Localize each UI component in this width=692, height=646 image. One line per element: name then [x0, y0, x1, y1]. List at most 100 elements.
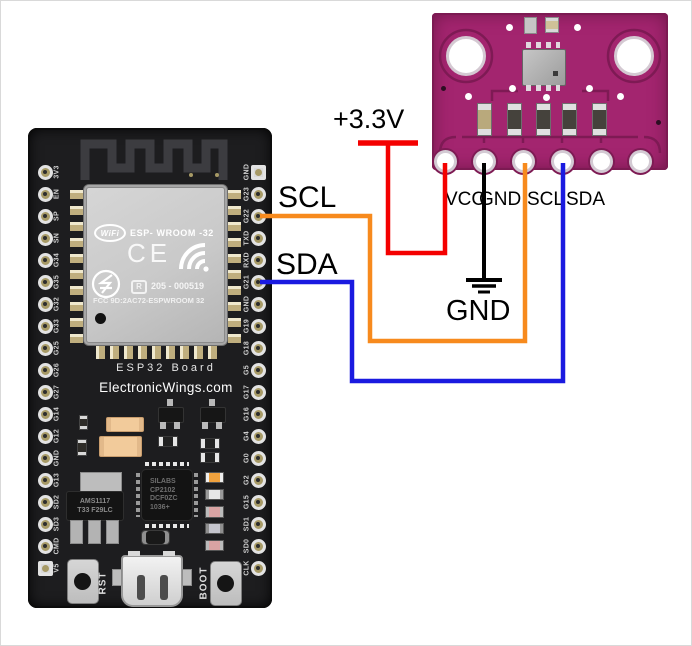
smd-component [545, 17, 559, 33]
resistor [200, 438, 220, 449]
sensor-pin-scl [512, 150, 535, 173]
esp32-pin-left-g34 [37, 252, 53, 268]
esp32-pin-label-g17: G17 [243, 384, 251, 400]
smd-resistor [205, 523, 224, 534]
esp32-pin-left-g27 [37, 384, 53, 400]
esp32-pin-left-g12 [37, 428, 53, 444]
ams1117-regulator: AMS1117 T33 F29LC [67, 492, 123, 520]
esp32-pin-label-txd: TXD [243, 230, 251, 246]
wifi-logo-text: WiFi [100, 228, 120, 238]
esp32-board: WiFi ESP- WROOM -32 CE R 205 - 000519 FC… [28, 128, 272, 608]
esp32-pin-label-en: EN [53, 188, 61, 200]
sensor-pin-sda [551, 150, 574, 173]
esp32-pin-right-txd [250, 230, 266, 246]
sensor-pin-vcc [434, 150, 457, 173]
crystal [141, 530, 170, 545]
pcb-traces [438, 28, 662, 154]
sensor-pin-label-scl: SCL [527, 189, 564, 210]
sensor-pin-6 [629, 150, 652, 173]
reset-button [67, 559, 99, 604]
power-led [205, 472, 224, 483]
smd-component [592, 103, 607, 136]
regulator-text: T33 F29LC [77, 507, 113, 514]
esp32-pin-label-g33: G33 [53, 318, 61, 334]
esp32-pin-right-gnd [250, 164, 266, 180]
resistor [158, 436, 178, 447]
capacitor [99, 436, 142, 457]
wire-gnd [466, 163, 502, 294]
r-mark: R [131, 280, 147, 294]
esp32-pin-left-sn [37, 230, 53, 246]
giteki-mark-icon [91, 269, 121, 299]
esp32-pin-label-g32: G32 [53, 296, 61, 312]
reset-button-label: RST [97, 571, 109, 595]
pin1-dot [95, 313, 106, 324]
module-castellation-left [70, 190, 83, 348]
module-name: ESP- WROOM -32 [130, 228, 214, 238]
esp32-pin-left-v5 [37, 560, 53, 576]
sda-wire-label: SDA [276, 248, 338, 281]
esp32-pin-right-g21 [250, 274, 266, 290]
boot-button [210, 561, 242, 606]
sensor-module-board [432, 13, 668, 173]
esp32-pin-right-clk [250, 560, 266, 576]
esp32-pin-label-sd1: SD1 [243, 516, 251, 532]
esp32-pin-label-clk: CLK [243, 560, 251, 576]
board-name: ESP32 Board [116, 362, 216, 374]
esp32-pin-left-g32 [37, 296, 53, 312]
esp32-pin-label-rxd: RXD [243, 252, 251, 268]
esp32-pin-left-g25 [37, 340, 53, 356]
esp32-pin-label-g16: G16 [243, 406, 251, 422]
esp32-pin-right-g19 [250, 318, 266, 334]
mounting-hole [446, 36, 486, 76]
esp32-pin-right-rxd [250, 252, 266, 268]
esp32-pin-left-g13 [37, 472, 53, 488]
esp32-pin-label-g19: G19 [243, 318, 251, 334]
esp32-pin-left-g26 [37, 362, 53, 378]
esp32-pin-left-g35 [37, 274, 53, 290]
esp32-pin-label-g27: G27 [53, 384, 61, 400]
esp32-pin-label-v5: V5 [53, 563, 61, 573]
regulator-tab [80, 472, 122, 494]
esp32-pin-label-sd3: SD3 [53, 516, 61, 532]
resistor [77, 439, 87, 456]
esp32-pin-label-g21: G21 [243, 274, 251, 290]
mounting-hole [614, 36, 654, 76]
esp32-pin-left-en [37, 186, 53, 202]
esp32-pin-left-cmd [37, 538, 53, 554]
esp32-pin-label-g23: G23 [243, 186, 251, 202]
wifi-logo-icon: WiFi [94, 224, 126, 242]
espressif-swirl-icon [179, 243, 209, 272]
esp-wroom-32-module: WiFi ESP- WROOM -32 CE R 205 - 000519 FC… [84, 185, 227, 345]
esp32-pin-label-g18: G18 [243, 340, 251, 356]
esp32-pin-left-3v3 [37, 164, 53, 180]
esp32-pin-label-gnd: GND [243, 295, 251, 313]
esp32-pin-label-g35: G35 [53, 274, 61, 290]
esp32-pin-label-g14: G14 [53, 406, 61, 422]
esp32-pin-label-g22: G22 [243, 208, 251, 224]
pressure-sensor-chip [522, 49, 566, 86]
esp32-pin-label-g5: G5 [243, 365, 251, 375]
esp32-pin-right-g17 [250, 384, 266, 400]
esp32-pin-left-g14 [37, 406, 53, 422]
smd-component [524, 17, 537, 34]
esp32-pin-label-cmd: CMD [53, 537, 61, 555]
chip-text: SILABS [150, 478, 176, 485]
esp32-pin-right-g15 [250, 494, 266, 510]
resistor [79, 415, 88, 430]
scl-wire-label: SCL [278, 181, 337, 214]
smd-component [562, 103, 577, 136]
esp32-pin-label-sn: SN [53, 232, 61, 244]
esp32-pin-label-g4: G4 [243, 431, 251, 441]
esp32-pin-right-gnd [250, 296, 266, 312]
micro-usb-port [112, 551, 192, 607]
esp32-pin-right-sd0 [250, 538, 266, 554]
esp32-pin-right-g22 [250, 208, 266, 224]
esp32-pin-label-gnd: GND [243, 163, 251, 181]
esp32-pin-label-3v3: 3V3 [53, 165, 61, 179]
regulator-text: AMS1117 [79, 498, 111, 505]
cp2102-usb-uart-chip: SILABS CP2102 DCF0ZC 1036+ [136, 462, 198, 528]
capacitor [106, 417, 144, 432]
esp32-pin-label-g25: G25 [53, 340, 61, 356]
